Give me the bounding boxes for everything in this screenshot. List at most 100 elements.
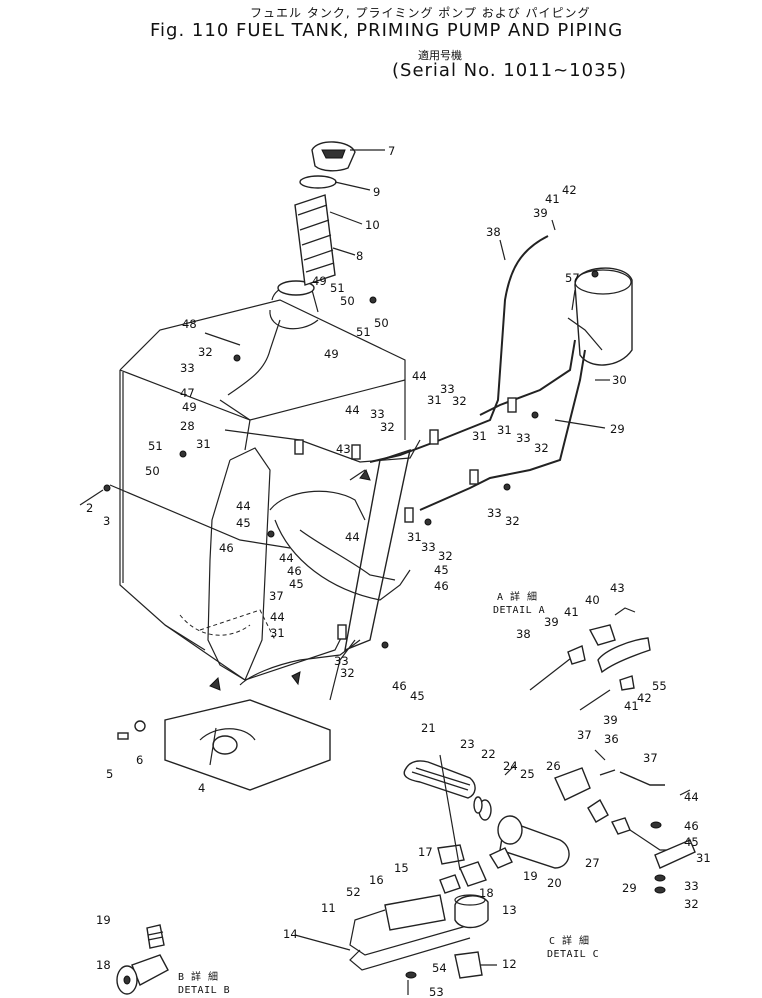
callout-19b: 19	[96, 913, 111, 927]
callout-37b: 37	[577, 728, 592, 742]
callout-6: 6	[136, 753, 143, 767]
detail-a-jp: A 詳 細	[497, 590, 538, 603]
callout-22: 22	[481, 747, 496, 761]
applicable-serial-jp: 適用号機	[418, 49, 462, 62]
callout-46: 46	[219, 541, 234, 555]
callout-labels: 7 9 10 8 41 42 39 38 57 49 51 50 51 50 4…	[86, 144, 711, 998]
callout-32e: 32	[438, 549, 453, 563]
callout-49c: 49	[182, 400, 197, 414]
fuel-pipes	[109, 235, 586, 686]
callout-32g: 32	[340, 666, 355, 680]
filler-neck	[269, 280, 319, 330]
callout-32b: 32	[452, 394, 467, 408]
callout-50c: 50	[145, 464, 160, 478]
callout-33: 33	[180, 361, 195, 375]
callout-46c: 46	[434, 579, 449, 593]
callout-13: 13	[502, 903, 517, 917]
pipe-clips	[103, 296, 539, 649]
detail-a-label: DETAIL A	[493, 605, 545, 616]
callout-45e: 45	[684, 835, 699, 849]
callout-44e: 44	[345, 530, 360, 544]
callout-36: 36	[604, 732, 619, 746]
callout-10: 10	[365, 218, 380, 232]
callout-55: 55	[652, 679, 667, 693]
callout-33f: 33	[487, 506, 502, 520]
detail-c-assembly	[349, 749, 696, 995]
callout-15: 15	[394, 861, 409, 875]
hose-clamp	[299, 175, 337, 189]
detail-b-label: DETAIL B	[178, 985, 230, 996]
callout-39: 39	[533, 206, 548, 220]
figure-title: Fig. 110 FUEL TANK, PRIMING PUMP AND PIP…	[150, 20, 624, 41]
callout-37c: 37	[643, 751, 658, 765]
detail-b-assembly	[116, 924, 169, 995]
callout-37: 37	[269, 589, 284, 603]
callout-31e: 31	[472, 429, 487, 443]
support-bar	[329, 448, 411, 701]
callout-45b: 45	[289, 577, 304, 591]
callout-23: 23	[460, 737, 475, 751]
japanese-title: フュエル タンク, プライミング ポンプ および パイピング	[250, 6, 591, 20]
callout-28: 28	[180, 419, 195, 433]
callout-31: 31	[196, 437, 211, 451]
priming-pump	[567, 267, 633, 366]
callout-43: 43	[336, 442, 351, 456]
callout-25: 25	[520, 767, 535, 781]
callout-32f: 32	[505, 514, 520, 528]
callout-17: 17	[418, 845, 433, 859]
leader-lines	[79, 149, 610, 966]
filler-cap	[311, 141, 356, 172]
callout-44g: 44	[684, 790, 699, 804]
callout-46d: 46	[392, 679, 407, 693]
callout-4: 4	[198, 781, 205, 795]
callout-45d: 45	[410, 689, 425, 703]
callout-39c: 39	[603, 713, 618, 727]
callout-32d: 32	[534, 441, 549, 455]
detail-c-jp: C 詳 細	[549, 934, 590, 947]
callout-46e: 46	[684, 819, 699, 833]
callout-3: 3	[103, 514, 110, 528]
callout-41c: 41	[624, 699, 639, 713]
detail-captions: A 詳 細 DETAIL A B 詳 細 DETAIL B C 詳 細 DETA…	[178, 590, 599, 996]
callout-44f: 44	[270, 610, 285, 624]
callout-38: 38	[486, 225, 501, 239]
view-arrows	[209, 468, 371, 691]
callout-20: 20	[547, 876, 562, 890]
callout-33e: 33	[421, 540, 436, 554]
callout-31f: 31	[270, 626, 285, 640]
callout-49b: 49	[324, 347, 339, 361]
serial-range: (Serial No. 1011~1035)	[392, 60, 628, 81]
callout-7: 7	[388, 144, 395, 158]
callout-47: 47	[180, 386, 195, 400]
callout-16: 16	[369, 873, 384, 887]
callout-33g: 33	[334, 654, 349, 668]
callout-45c: 45	[434, 563, 449, 577]
callout-40: 40	[585, 593, 600, 607]
callout-31c: 31	[497, 423, 512, 437]
callout-30: 30	[612, 373, 627, 387]
callout-18: 18	[479, 886, 494, 900]
callout-41b: 41	[564, 605, 579, 619]
callout-39b: 39	[544, 615, 559, 629]
callout-45: 45	[236, 516, 251, 530]
callout-27: 27	[585, 856, 600, 870]
callout-14: 14	[283, 927, 298, 941]
callout-33d: 33	[516, 431, 531, 445]
callout-57: 57	[565, 271, 580, 285]
callout-51c: 51	[148, 439, 163, 453]
callout-31g: 31	[696, 851, 711, 865]
detail-b-jp: B 詳 細	[178, 970, 219, 983]
callout-32h: 32	[684, 897, 699, 911]
callout-12: 12	[502, 957, 517, 971]
callout-48: 48	[182, 317, 197, 331]
callout-54: 54	[432, 961, 447, 975]
callout-44: 44	[412, 369, 427, 383]
callout-51: 51	[330, 281, 345, 295]
fuel-tank	[119, 299, 406, 681]
callout-32: 32	[198, 345, 213, 359]
filler-hose	[294, 194, 336, 286]
callout-44c: 44	[236, 499, 251, 513]
callout-33c: 33	[370, 407, 385, 421]
callout-46b: 46	[287, 564, 302, 578]
callout-11: 11	[321, 901, 336, 915]
